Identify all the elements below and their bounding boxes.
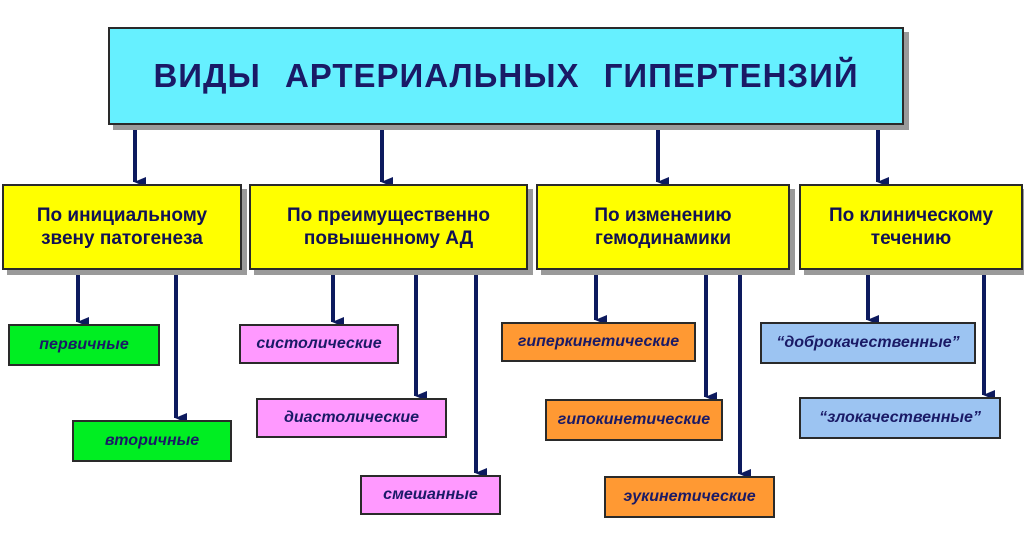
category-pathogenesis: По инициальному звену патогенеза (2, 184, 242, 270)
item-hypokinetic: гипокинетические (545, 399, 723, 441)
item-eukinetic: эукинетические (604, 476, 775, 518)
category-blood-pressure: По преимущественно повышенному АД (249, 184, 528, 270)
category-hemodynamics: По изменению гемодинамики (536, 184, 790, 270)
item-malignant: “злокачественные” (799, 397, 1001, 439)
item-systolic: систолические (239, 324, 399, 364)
item-benign: “доброкачественные” (760, 322, 976, 364)
item-secondary: вторичные (72, 420, 232, 462)
item-mixed: смешанные (360, 475, 501, 515)
item-primary: первичные (8, 324, 160, 366)
category-clinical-course: По клиническому течению (799, 184, 1023, 270)
diagram-title: ВИДЫ АРТЕРИАЛЬНЫХ ГИПЕРТЕНЗИЙ (108, 27, 904, 125)
item-diastolic: диастолические (256, 398, 447, 438)
item-hyperkinetic: гиперкинетические (501, 322, 696, 362)
